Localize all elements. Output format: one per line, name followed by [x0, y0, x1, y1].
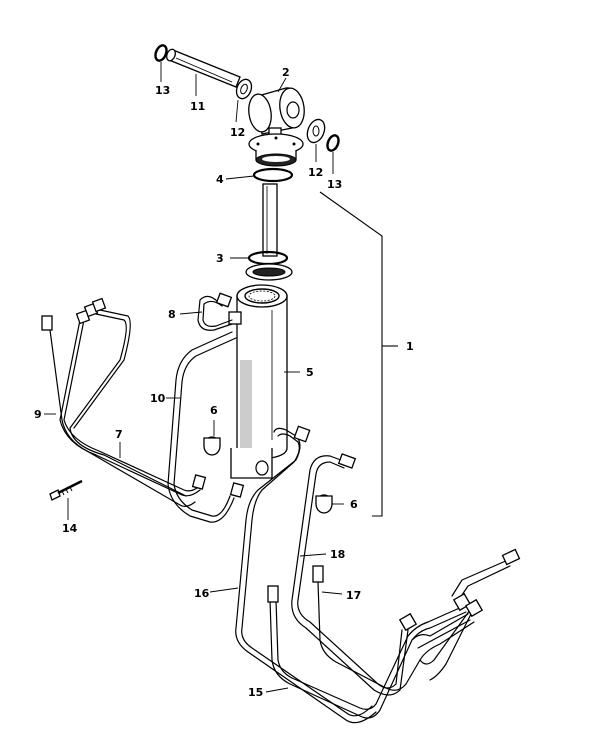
callout-labels: 1 2 3 4 5 6 6 7 8 9 10 11 12 12 13 13 14… — [34, 66, 414, 699]
callout-2: 2 — [282, 66, 290, 79]
callout-13a: 13 — [155, 84, 170, 97]
gland-flange — [248, 133, 304, 167]
piston-rod — [262, 183, 278, 257]
callout-11: 11 — [190, 100, 205, 113]
callout-15: 15 — [248, 686, 263, 699]
pipe-assembly-right — [235, 425, 521, 724]
callout-13b: 13 — [327, 178, 342, 191]
pin-11 — [166, 48, 241, 88]
callout-8: 8 — [168, 308, 176, 321]
callout-17: 17 — [346, 589, 361, 602]
callout-5: 5 — [306, 366, 314, 379]
callout-6a: 6 — [210, 404, 218, 417]
callout-3: 3 — [216, 252, 224, 265]
washer-12-left — [235, 78, 253, 100]
callout-18: 18 — [330, 548, 345, 561]
callout-7: 7 — [115, 428, 123, 441]
callout-4: 4 — [216, 173, 224, 186]
cylinder-body-5 — [228, 284, 288, 479]
cylinder-head-2 — [248, 87, 305, 141]
bolt-14 — [49, 479, 83, 501]
callout-10: 10 — [150, 392, 166, 405]
snap-ring-13-right — [326, 134, 340, 152]
snap-ring-13-left — [154, 44, 168, 62]
callout-1: 1 — [406, 340, 414, 353]
piston-3 — [245, 263, 293, 281]
bushing-6-upper — [203, 436, 221, 456]
pipe-assembly-left — [41, 292, 245, 523]
callout-12b: 12 — [308, 166, 323, 179]
callout-12a: 12 — [230, 126, 245, 139]
callout-6b: 6 — [350, 498, 358, 511]
leader-lines — [44, 62, 344, 693]
callout-9: 9 — [34, 408, 42, 421]
bushing-6-lower — [315, 494, 333, 514]
callout-1-bracket — [319, 191, 398, 517]
callout-16: 16 — [194, 587, 210, 600]
washer-12-right — [306, 118, 326, 144]
callout-14: 14 — [62, 522, 78, 535]
o-ring-4 — [252, 167, 294, 183]
